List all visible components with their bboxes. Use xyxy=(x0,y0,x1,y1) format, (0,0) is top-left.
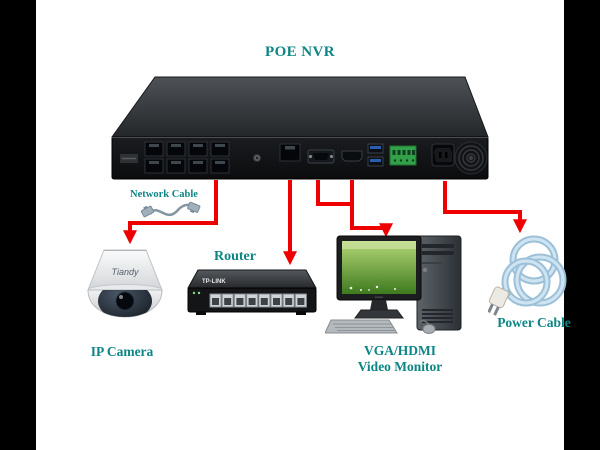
nvr-top-panel xyxy=(111,76,489,138)
router-top-panel xyxy=(187,269,317,289)
network-cable-icon xyxy=(140,201,201,218)
nvr-audio-connector xyxy=(253,154,261,162)
ip-camera: Tiandy xyxy=(87,249,163,318)
router-brand-text: TP-LINK xyxy=(202,279,226,285)
nvr-alarm-terminal xyxy=(389,145,417,166)
nvr-power-inlet xyxy=(431,143,455,167)
ip-camera-label: IP Camera xyxy=(90,344,154,359)
monitor-and-pc xyxy=(325,235,462,334)
power-cable-label: Power Cable xyxy=(497,315,571,330)
letterbox-left xyxy=(0,0,36,450)
pc-tower xyxy=(416,235,462,331)
power-plug xyxy=(488,286,510,316)
monitor-screen xyxy=(342,241,416,294)
nvr-vga-port xyxy=(307,149,335,164)
video-monitor-label: VGA/HDMI Video Monitor xyxy=(330,343,470,375)
monitor-stand xyxy=(370,300,388,310)
arrow-vga-stub xyxy=(316,180,350,206)
camera-dome xyxy=(87,284,163,318)
router-device: TP-LINK xyxy=(187,269,317,315)
mouse xyxy=(419,320,436,334)
monitor xyxy=(336,235,422,319)
nvr-fan-grille xyxy=(454,141,488,175)
letterbox-right xyxy=(564,0,600,450)
arrow-nvr-to-power-cable xyxy=(443,181,527,234)
camera-lens xyxy=(115,291,135,311)
video-monitor-label-line1: VGA/HDMI xyxy=(364,343,436,358)
nvr-poe-ports xyxy=(144,141,230,174)
video-monitor-label-line2: Video Monitor xyxy=(357,359,443,374)
nvr-lan-port xyxy=(279,143,301,162)
camera-brand-text: Tiandy xyxy=(112,267,139,277)
arrow-nvr-to-monitor xyxy=(350,180,393,238)
nvr-front-label xyxy=(120,154,138,163)
monitor-base xyxy=(354,309,404,319)
router-label: Router xyxy=(214,249,256,264)
power-cable-coil xyxy=(498,235,567,307)
power-cable xyxy=(488,235,567,316)
nvr-usb-ports xyxy=(367,143,384,167)
network-cable-label: Network Cable xyxy=(130,189,198,200)
nvr-hdmi-port xyxy=(341,150,363,162)
router-ports xyxy=(209,293,307,308)
keyboard xyxy=(325,319,398,334)
router-led-indicators xyxy=(192,291,201,295)
diagram-title: POE NVR xyxy=(265,44,335,60)
nvr-device xyxy=(111,76,489,180)
